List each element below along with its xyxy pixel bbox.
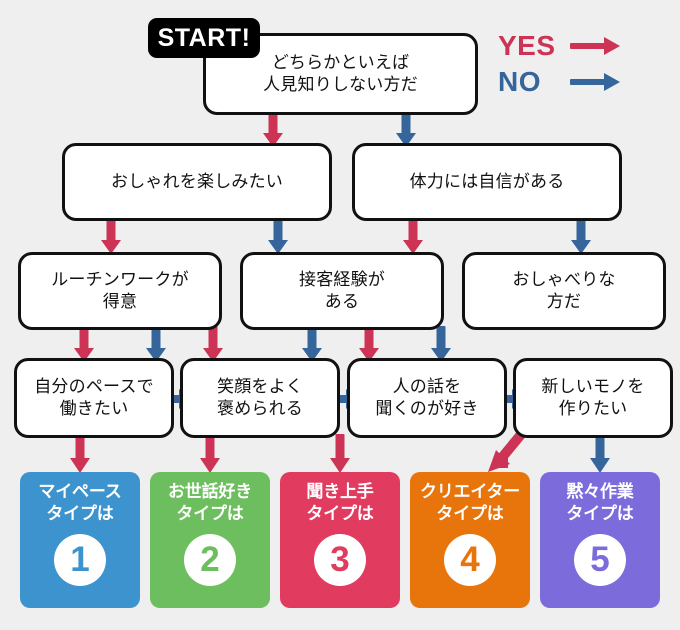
arrow-q4a-yes <box>68 434 92 476</box>
question-box-q1: どちらかといえば 人見知りしない方だ <box>203 33 478 115</box>
question-box-q2b: 体力には自信がある <box>352 143 622 221</box>
result-number-3: 3 <box>314 533 366 586</box>
question-box-q4a: 自分のペースで 働きたい <box>14 358 174 438</box>
legend-label-yes: YES <box>498 30 556 61</box>
question-box-q3c: おしゃべりな 方だ <box>462 252 666 330</box>
legend-row-yes: YES <box>498 28 630 64</box>
result-card-5: 黙々作業 タイプは 5 <box>540 472 660 608</box>
arrow-q1-no <box>394 113 418 147</box>
legend: YES NO <box>498 28 630 100</box>
arrow-q4c-yes <box>328 434 352 476</box>
question-box-q4d: 新しいモノを 作りたい <box>513 358 673 438</box>
arrow-q2b-no <box>569 218 593 256</box>
result-card-3: 聞き上手 タイプは 3 <box>280 472 400 608</box>
result-number-4: 4 <box>444 533 496 586</box>
result-card-4: クリエイター タイプは 4 <box>410 472 530 608</box>
question-box-q2a: おしゃれを楽しみたい <box>62 143 332 221</box>
question-box-q3a: ルーチンワークが 得意 <box>18 252 222 330</box>
legend-row-no: NO <box>498 64 630 100</box>
question-box-q4c: 人の話を 聞くのが好き <box>347 358 507 438</box>
arrow-q2b-yes <box>401 218 425 256</box>
arrow-q4d-no <box>588 434 612 476</box>
result-card-1: マイペース タイプは 1 <box>20 472 140 608</box>
legend-label-no: NO <box>498 66 541 97</box>
result-card-2: お世話好き タイプは 2 <box>150 472 270 608</box>
arrow-q4b-yes <box>198 434 222 476</box>
question-box-q4b: 笑顔をよく 褒められる <box>180 358 340 438</box>
start-badge: START! <box>148 18 260 58</box>
arrow-q1-yes <box>261 113 285 147</box>
result-number-1: 1 <box>54 533 106 586</box>
arrow-q2a-yes <box>99 218 123 256</box>
result-number-5: 5 <box>574 533 626 586</box>
result-number-2: 2 <box>184 533 236 586</box>
arrow-q2a-no <box>266 218 290 256</box>
legend-no-arrow-icon <box>570 68 630 96</box>
legend-yes-arrow-icon <box>570 32 630 60</box>
question-box-q3b: 接客経験が ある <box>240 252 444 330</box>
